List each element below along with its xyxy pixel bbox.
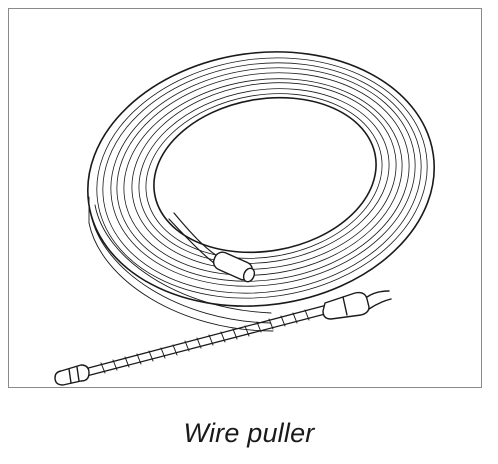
leader-tip [54, 364, 90, 386]
figure-frame [8, 8, 482, 388]
coil-outer-edge [87, 51, 435, 307]
inner-ferrule-tip [212, 251, 256, 283]
cable-spiral-wrap [100, 309, 310, 374]
outer-cable-tail [74, 304, 330, 380]
figure-caption: Wire puller [183, 418, 315, 448]
coil-windings [96, 57, 428, 299]
cable-connector [322, 290, 392, 320]
coil-inner-edge [153, 96, 377, 254]
wire-puller-illustration [54, 51, 435, 386]
inner-cable-end [168, 212, 220, 264]
